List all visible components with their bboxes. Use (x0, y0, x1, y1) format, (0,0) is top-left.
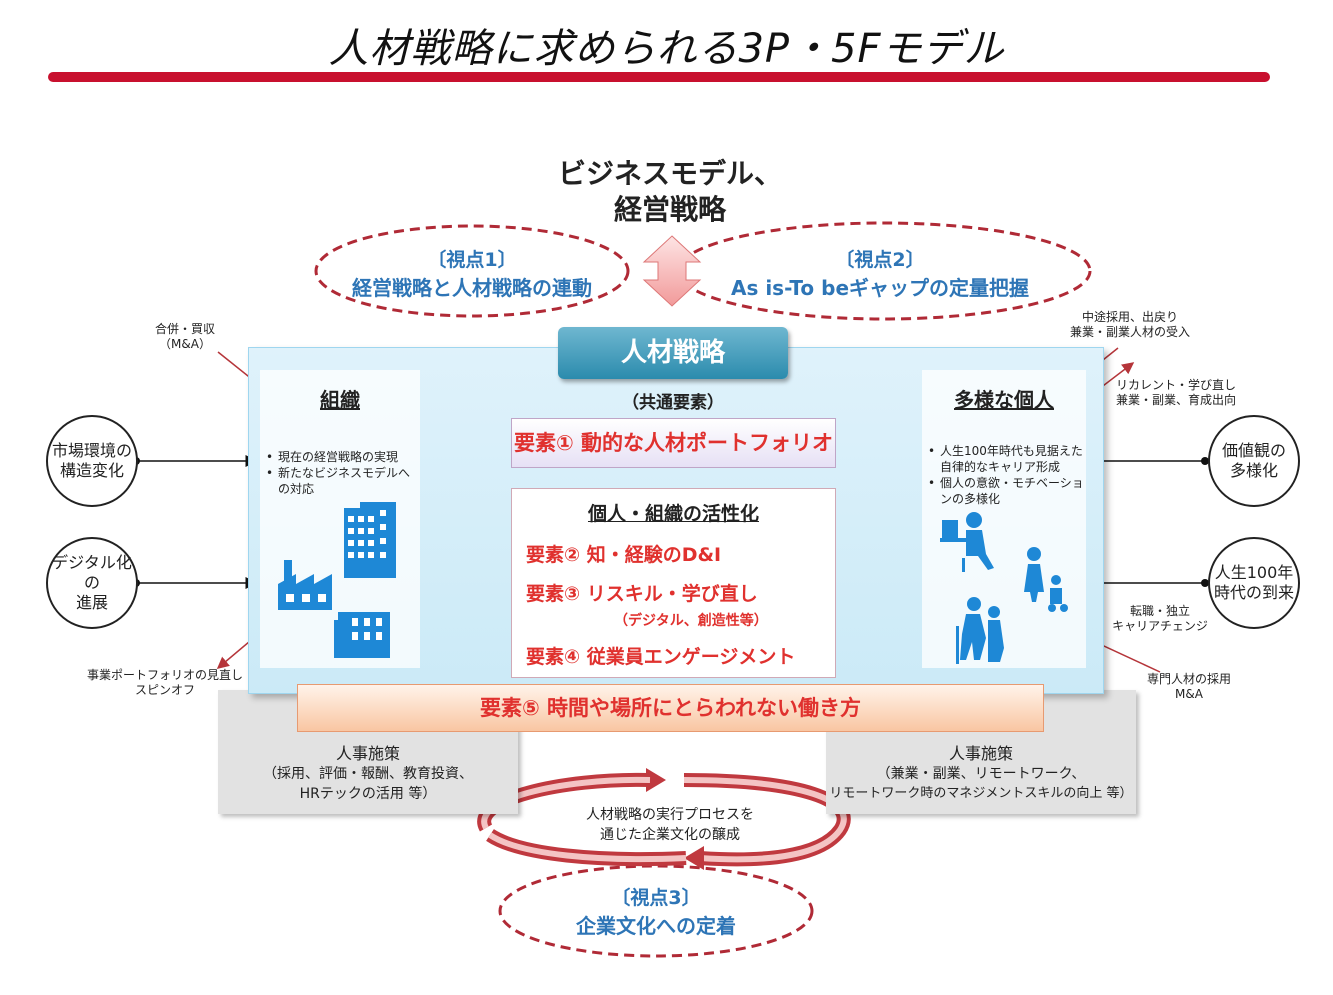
annotation-jobchange-line2: キャリアチェンジ (1112, 619, 1208, 633)
element5-flexible-work: 要素⑤ 時間や場所にとらわれない働き方 (297, 684, 1044, 732)
elderly-couple-icon (956, 597, 1004, 664)
circle-life100-line1: 人生100年 (1214, 563, 1294, 582)
hr-right-label: 人事施策 (948, 744, 1013, 763)
building-icons (278, 502, 396, 658)
individual-panel: 多様な個人 人生100年時代も見据えた自律的なキャリア形成 個人の意欲・モチベー… (922, 370, 1086, 668)
business-model-line2: 経営戦略 (613, 193, 726, 226)
organization-bullets: 現在の経営戦略の実現 新たなビジネスモデルへの対応 (266, 449, 420, 497)
culture-cycle-arrowhead-bottom (684, 846, 704, 870)
culture-cycle-arrowhead-top (646, 768, 666, 792)
common-elements-label: （共通要素） (622, 393, 724, 413)
organization-panel: 組織 現在の経営戦略の実現 新たなビジネスモデルへの対応 (260, 370, 420, 668)
circle-life100-line2: 時代の到来 (1213, 583, 1294, 602)
annotation-merger-line1: 合併・買収 (154, 322, 215, 336)
culture-cycle-arrow-left-hl (488, 832, 687, 863)
desk-worker-icon (940, 512, 994, 572)
double-arrow-vertical (642, 235, 702, 307)
element3-reskill: 要素③ リスキル・学び直し (526, 583, 758, 605)
factory-icon (278, 560, 332, 610)
annotation-midcareer-line1: 中途採用、出戻り (1081, 310, 1178, 324)
annotation-recurrent-line1: リカレント・学び直し (1115, 378, 1236, 392)
circle-digital-line1: デジタル化の (52, 553, 132, 592)
family-icon (1024, 547, 1068, 612)
perspective1-ellipse (314, 224, 630, 318)
annotation-portfolio: 事業ポートフォリオの見直し スピンオフ (70, 668, 260, 698)
hr-left-detail2: HRテックの活用 等） (299, 786, 437, 802)
dot-life100 (1201, 579, 1209, 587)
circle-values-line2: 多様化 (1229, 461, 1278, 480)
culture-cycle-text: 人材戦略の実行プロセスを 通じた企業文化の醸成 (540, 805, 800, 845)
element1-dynamic-portfolio: 要素① 動的な人材ポートフォリオ (511, 418, 836, 468)
circle-digitalization: デジタル化の進展 (46, 537, 138, 629)
perspective1-text: 経営戦略と人材戦略の連動 (352, 276, 592, 300)
hr-right-detail1: （兼業・副業、リモートワーク、 (876, 766, 1086, 782)
culture-line1: 人材戦略の実行プロセスを (586, 807, 754, 823)
hr-left-detail1: （採用、評価・報酬、教育投資、 (263, 766, 473, 782)
element4-engagement: 要素④ 従業員エンゲージメント (526, 646, 796, 668)
organization-bullet-2: 新たなビジネスモデルへの対応 (266, 465, 420, 497)
perspective2-tag: 〔視点2〕 (835, 249, 925, 271)
individual-bullets: 人生100年時代も見据えた自律的なキャリア形成 個人の意欲・モチベーションの多様… (928, 443, 1084, 507)
culture-cycle-arrow-right-hl (683, 777, 847, 863)
annotation-jobchange: 転職・独立 キャリアチェンジ (1100, 604, 1220, 634)
annotation-specialist: 専門人材の採用 M&A (1124, 672, 1254, 702)
element2-dni: 要素② 知・経験のD&I (526, 544, 722, 566)
annotation-merger: 合併・買収 （M&A） (130, 322, 240, 352)
circle-values-diversity: 価値観の多様化 (1208, 415, 1300, 507)
culture-cycle-arrow-top-hl (481, 776, 651, 830)
perspective3-tag: 〔視点3〕 (611, 887, 701, 909)
annotation-jobchange-line1: 転職・独立 (1129, 604, 1190, 618)
annotation-specialist-line2: M&A (1175, 687, 1203, 701)
page-title: 人材戦略に求められる3P・5Fモデル (328, 26, 1005, 72)
annotation-portfolio-line1: 事業ポートフォリオの見直し (86, 668, 243, 682)
circle-market-change: 市場環境の構造変化 (46, 415, 138, 507)
perspective3-ellipse (498, 864, 814, 958)
activation-heading: 個人・組織の活性化 (587, 503, 759, 525)
circle-market-line2: 構造変化 (59, 461, 124, 480)
dot-values (1201, 457, 1209, 465)
annotation-midcareer: 中途採用、出戻り 兼業・副業人材の受入 (1050, 310, 1210, 340)
individual-bullet-1: 人生100年時代も見据えた自律的なキャリア形成 (928, 443, 1084, 475)
annotation-merger-line2: （M&A） (159, 337, 211, 351)
perspective2: 〔視点2〕 As is-To beギャップの定量把握 (700, 245, 1060, 301)
annotation-recurrent-line2: 兼業・副業、育成出向 (1115, 393, 1236, 407)
circle-life100: 人生100年時代の到来 (1208, 537, 1300, 629)
talent-strategy-title: 人材戦略 (558, 327, 788, 379)
element3-subtext: （デジタル、創造性等） (614, 613, 768, 629)
annotation-specialist-line1: 専門人材の採用 (1146, 672, 1231, 686)
hr-right-detail2: リモートワーク時のマネジメントスキルの向上 等） (829, 786, 1133, 801)
hr-left-label: 人事施策 (335, 744, 400, 763)
annotation-recurrent: リカレント・学び直し 兼業・副業、育成出向 (1106, 378, 1246, 408)
individual-heading: 多様な個人 (954, 388, 1054, 412)
annotation-midcareer-line2: 兼業・副業人材の受入 (1069, 325, 1190, 339)
business-model-line1: ビジネスモデル、 (557, 157, 782, 190)
perspective1: 〔視点1〕 経営戦略と人材戦略の連動 (322, 245, 622, 301)
title-rule (48, 72, 1270, 82)
circle-digital-line2: 進展 (75, 593, 108, 612)
people-icons (940, 512, 1068, 664)
circle-values-line1: 価値観の (1221, 441, 1286, 460)
circle-market-line1: 市場環境の (51, 441, 132, 460)
perspective2-text: As is-To beギャップの定量把握 (730, 276, 1030, 300)
perspective1-tag: 〔視点1〕 (427, 249, 517, 271)
organization-heading: 組織 (320, 388, 360, 412)
business-model-heading: ビジネスモデル、 経営戦略 (520, 156, 820, 228)
culture-line2: 通じた企業文化の醸成 (600, 827, 740, 843)
individual-bullet-2: 個人の意欲・モチベーションの多様化 (928, 475, 1084, 507)
annotation-portfolio-line2: スピンオフ (134, 683, 195, 697)
organization-bullet-1: 現在の経営戦略の実現 (266, 449, 420, 465)
activation-box: 個人・組織の活性化 要素② 知・経験のD&I 要素③ リスキル・学び直し （デジ… (511, 488, 836, 678)
perspective3: 〔視点3〕 企業文化への定着 (540, 883, 772, 939)
perspective3-text: 企業文化への定着 (576, 914, 736, 938)
